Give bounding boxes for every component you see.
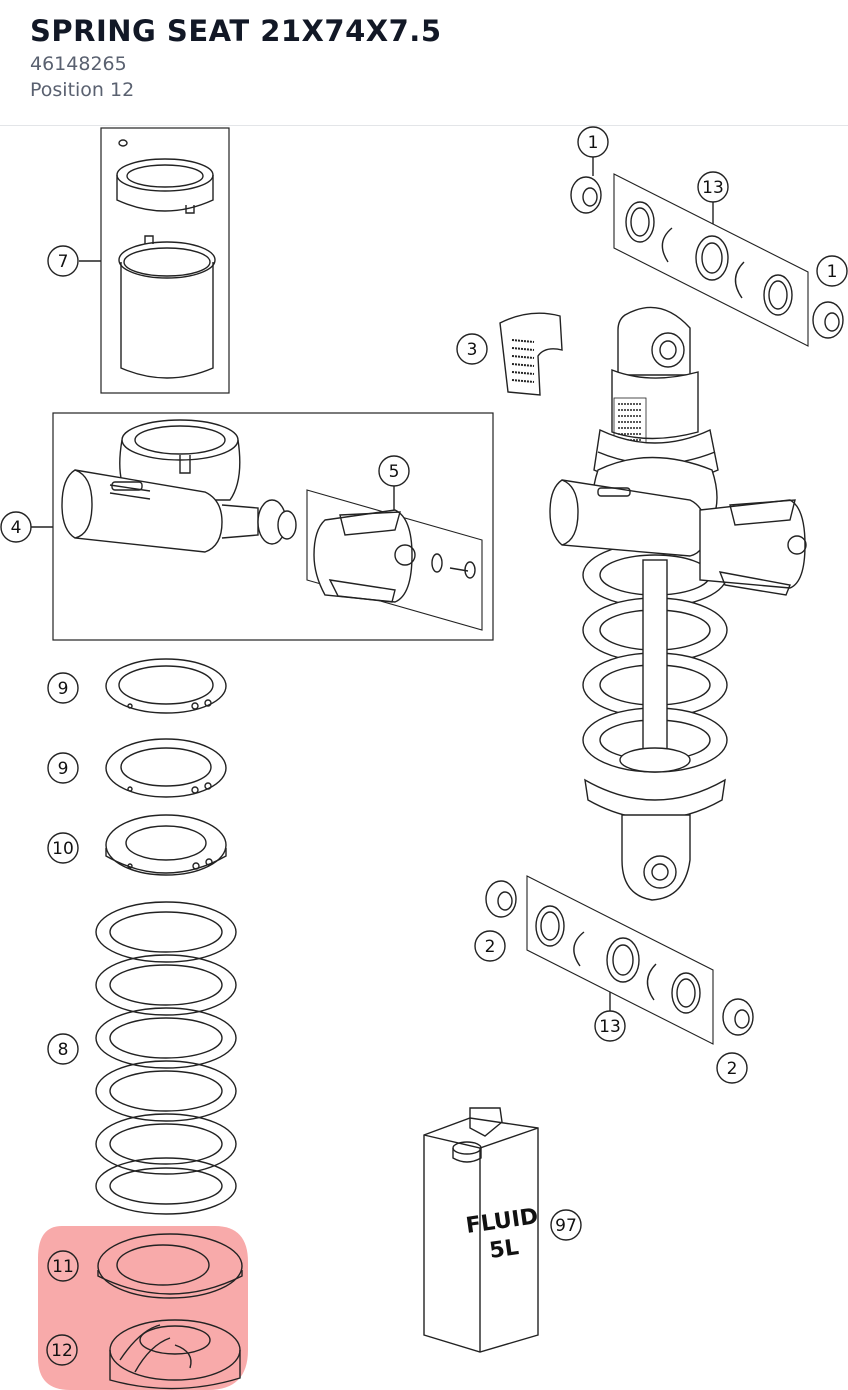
callout-97-label: 97: [555, 1216, 577, 1236]
part-10[interactable]: [105, 814, 227, 876]
callout-2-left-label: 2: [485, 937, 496, 957]
callout-7-label: 7: [58, 252, 69, 272]
callout-13-top[interactable]: 13: [697, 171, 729, 203]
callout-8-label: 8: [58, 1040, 69, 1060]
callout-8[interactable]: 8: [47, 1033, 79, 1065]
upper-bearing-kit[interactable]: [570, 133, 844, 347]
callout-1-top-label: 1: [588, 133, 599, 153]
callout-1-right-label: 1: [827, 262, 838, 282]
callout-4[interactable]: 4: [0, 511, 32, 543]
callout-10-label: 10: [52, 839, 74, 859]
part-8-spring[interactable]: [95, 901, 237, 1215]
callout-13-bottom-label: 13: [599, 1017, 621, 1037]
callout-5[interactable]: 5: [378, 455, 410, 487]
can-label-volume: 5L: [488, 1235, 521, 1264]
callout-2-left[interactable]: 2: [474, 930, 506, 962]
highlight-region: [38, 1226, 248, 1390]
callout-13-top-label: 13: [702, 178, 724, 198]
callout-9-lower[interactable]: 9: [47, 752, 79, 784]
part-9-upper[interactable]: [105, 658, 227, 714]
part-11-washer[interactable]: [97, 1233, 243, 1299]
callout-11[interactable]: 11: [47, 1250, 79, 1282]
callout-3-label: 3: [467, 340, 478, 360]
exploded-diagram: 7 4 5: [0, 126, 848, 1390]
callout-5-label: 5: [389, 462, 400, 482]
part-position: Position 12: [30, 79, 135, 101]
part-3-sticker[interactable]: [499, 312, 563, 396]
callout-4-label: 4: [11, 518, 22, 538]
part-12-spring-seat[interactable]: [109, 1319, 241, 1390]
callout-13-bottom[interactable]: 13: [594, 1010, 626, 1042]
callout-1-right[interactable]: 1: [816, 255, 848, 287]
callout-9-upper-label: 9: [58, 679, 69, 699]
callout-11-label: 11: [52, 1257, 74, 1277]
lower-bearing-kit[interactable]: [485, 875, 754, 1045]
part-header: SPRING SEAT 21X74X7.5 46148265 Position …: [0, 0, 848, 126]
part-4-group[interactable]: [31, 412, 494, 641]
callout-12[interactable]: 12: [46, 1334, 78, 1366]
callout-2-right-label: 2: [727, 1059, 738, 1079]
callout-9-upper[interactable]: 9: [47, 672, 79, 704]
part-97-fluid-can[interactable]: FLUID 5L: [423, 1107, 540, 1353]
part-5-group[interactable]: [306, 486, 483, 631]
part-title: SPRING SEAT 21X74X7.5: [30, 14, 442, 48]
callout-7[interactable]: 7: [47, 245, 79, 277]
part-9-lower[interactable]: [105, 738, 227, 798]
callout-12-label: 12: [51, 1341, 73, 1361]
callout-2-right[interactable]: 2: [716, 1052, 748, 1084]
part-7-group[interactable]: [79, 127, 230, 394]
callout-1-top[interactable]: 1: [577, 126, 609, 158]
part-number: 46148265: [30, 53, 127, 75]
callout-97[interactable]: 97: [550, 1209, 582, 1241]
shock-absorber-assembly[interactable]: [549, 306, 807, 901]
callout-3[interactable]: 3: [456, 333, 488, 365]
callout-9-lower-label: 9: [58, 759, 69, 779]
callout-10[interactable]: 10: [47, 832, 79, 864]
